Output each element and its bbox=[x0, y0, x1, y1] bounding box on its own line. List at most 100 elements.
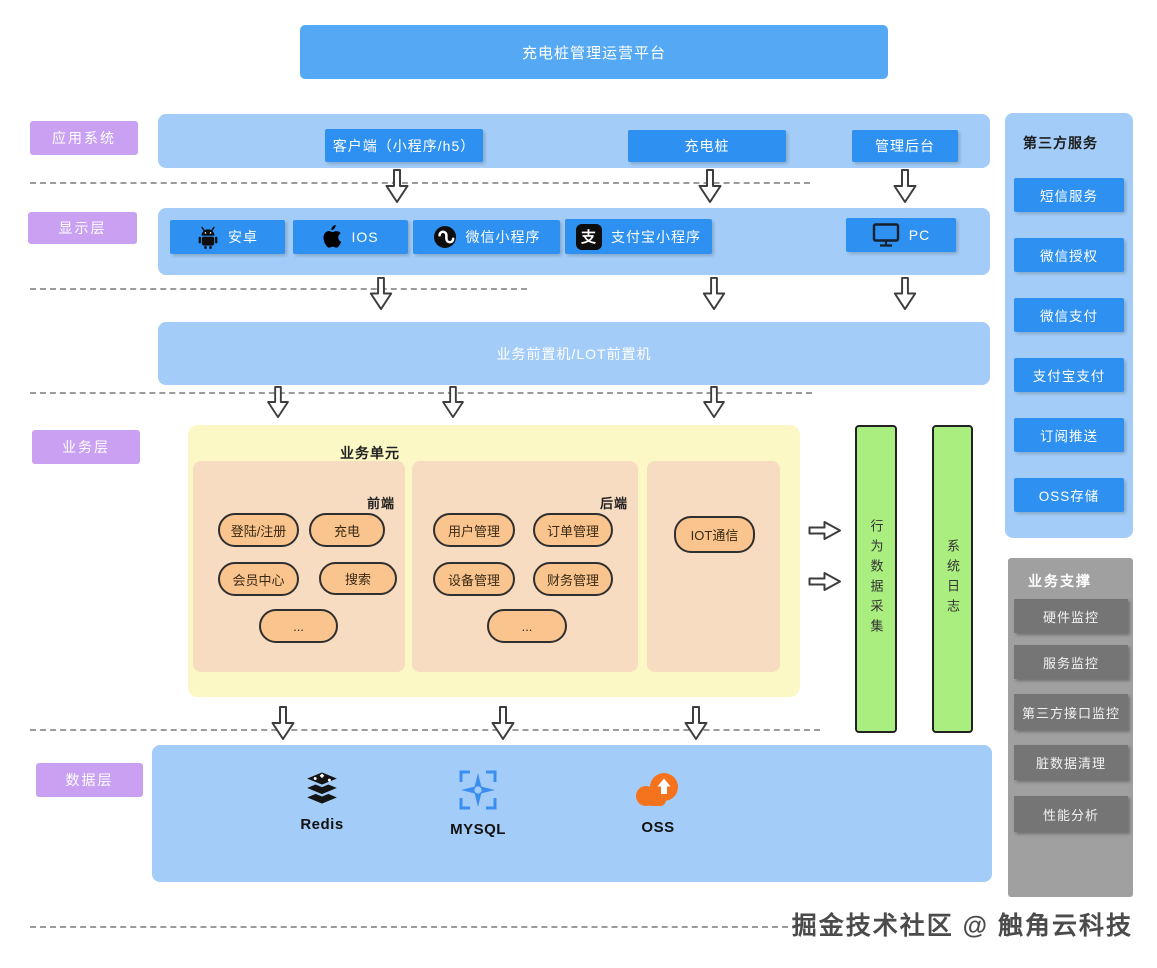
pc-label: PC bbox=[908, 227, 931, 243]
oss-icon bbox=[634, 770, 682, 810]
down-arrow-icon bbox=[384, 168, 410, 204]
down-arrow-icon bbox=[697, 168, 723, 204]
admin-backend-box: 管理后台 bbox=[852, 130, 958, 162]
label-data-layer: 数据层 bbox=[36, 763, 143, 797]
frontend-group: 前端 登陆/注册 充电 会员中心 搜索 ... bbox=[193, 461, 405, 672]
third-party-panel-title: 第三方服务 bbox=[1023, 135, 1098, 151]
mysql-label: MYSQL bbox=[450, 821, 506, 838]
admin-backend-box-label: 管理后台 bbox=[875, 138, 935, 154]
pill-device-management: 设备管理 bbox=[433, 562, 515, 596]
sms-service-label: 短信服务 bbox=[1040, 189, 1098, 204]
charging-pile-box: 充电桩 bbox=[628, 130, 786, 162]
wechat-miniprogram-box: 微信小程序 bbox=[413, 220, 560, 254]
wechat-auth-label: 微信授权 bbox=[1040, 249, 1098, 264]
right-arrow-icon bbox=[808, 571, 842, 592]
label-application-system: 应用系统 bbox=[30, 121, 138, 155]
performance-analysis-box: 性能分析 bbox=[1014, 796, 1128, 832]
charging-pile-box-label: 充电桩 bbox=[684, 138, 730, 154]
pill-label: 会员中心 bbox=[232, 572, 285, 588]
alipay-pay-box: 支付宝支付 bbox=[1014, 358, 1124, 392]
layer-divider-2 bbox=[30, 288, 527, 290]
wechat-miniprogram-icon bbox=[433, 225, 457, 249]
right-arrow-icon bbox=[808, 520, 842, 541]
pc-icon bbox=[872, 222, 900, 248]
hardware-monitor-label: 硬件监控 bbox=[1042, 609, 1099, 625]
wechat-auth-box: 微信授权 bbox=[1014, 238, 1124, 272]
third-party-api-monitor-label: 第三方接口监控 bbox=[1021, 705, 1120, 721]
alipay-miniprogram-label: 支付宝小程序 bbox=[611, 228, 701, 245]
down-arrow-icon bbox=[892, 168, 918, 204]
down-arrow-icon bbox=[701, 385, 727, 419]
gateway-bar-label: 业务前置机/LOT前置机 bbox=[496, 345, 652, 362]
down-arrow-icon bbox=[270, 704, 296, 742]
service-monitor-box: 服务监控 bbox=[1014, 645, 1128, 679]
wechat-pay-label: 微信支付 bbox=[1040, 309, 1098, 324]
data-layer-bar bbox=[152, 745, 992, 882]
layer-divider-4 bbox=[30, 729, 820, 731]
pill-label: 财务管理 bbox=[546, 572, 599, 588]
system-log-bar: 系统日志 bbox=[932, 425, 973, 733]
alipay-miniprogram-box: 支 支付宝小程序 bbox=[565, 219, 712, 254]
subscribe-push-box: 订阅推送 bbox=[1014, 418, 1124, 452]
pill-label: 充电 bbox=[333, 523, 360, 539]
frontend-group-title: 前端 bbox=[366, 496, 395, 511]
pill-login-register: 登陆/注册 bbox=[218, 513, 299, 547]
pc-box: PC bbox=[846, 218, 956, 252]
apple-icon bbox=[322, 225, 342, 249]
down-arrow-icon bbox=[683, 704, 709, 742]
gateway-bar: 业务前置机/LOT前置机 bbox=[158, 322, 990, 385]
pill-label: IOT通信 bbox=[690, 528, 739, 543]
android-box: 安卓 bbox=[170, 220, 285, 254]
pill-label: 设备管理 bbox=[447, 572, 500, 588]
pill-label: ... bbox=[521, 618, 533, 634]
oss-item: OSS bbox=[626, 770, 690, 836]
business-unit-title: 业务单元 bbox=[340, 445, 400, 461]
dirty-data-clean-box: 脏数据清理 bbox=[1014, 745, 1128, 780]
ios-box: IOS bbox=[293, 220, 408, 254]
business-unit-box: 业务单元 前端 登陆/注册 充电 会员中心 搜索 ... 后端 用户管理 订单管… bbox=[188, 425, 800, 697]
redis-item: Redis bbox=[290, 770, 354, 833]
oss-label: OSS bbox=[641, 819, 675, 836]
client-box-label: 客户端（小程序/h5） bbox=[332, 137, 476, 154]
redis-icon bbox=[301, 770, 343, 807]
label-data-layer-text: 数据层 bbox=[65, 772, 114, 788]
pill-label: 用户管理 bbox=[447, 523, 500, 539]
system-log-label: 系统日志 bbox=[945, 539, 960, 619]
alipay-glyph: 支 bbox=[580, 229, 597, 246]
backend-group: 后端 用户管理 订单管理 设备管理 财务管理 ... bbox=[412, 461, 638, 672]
pill-member-center: 会员中心 bbox=[218, 562, 299, 596]
pill-charging: 充电 bbox=[309, 513, 385, 547]
oss-storage-box: OSS存储 bbox=[1014, 478, 1124, 512]
down-arrow-icon bbox=[490, 704, 516, 742]
pill-user-management: 用户管理 bbox=[433, 513, 515, 547]
behavior-data-collection-bar: 行为数据采集 bbox=[855, 425, 897, 733]
layer-divider-1 bbox=[30, 182, 810, 184]
alipay-icon: 支 bbox=[576, 223, 602, 250]
watermark-text: 掘金技术社区 @ 触角云科技 bbox=[791, 912, 1133, 940]
third-party-panel: 第三方服务 短信服务 微信授权 微信支付 支付宝支付 订阅推送 OSS存储 bbox=[1005, 113, 1133, 538]
down-arrow-icon bbox=[892, 276, 918, 311]
label-application-system-text: 应用系统 bbox=[52, 130, 116, 146]
backend-group-title: 后端 bbox=[599, 496, 628, 511]
layer-divider-5 bbox=[30, 926, 788, 928]
label-display-layer-text: 显示层 bbox=[58, 220, 107, 236]
mysql-item: MYSQL bbox=[446, 768, 510, 838]
application-system-bar bbox=[158, 114, 990, 168]
label-business-layer: 业务层 bbox=[32, 430, 140, 464]
down-arrow-icon bbox=[265, 385, 291, 419]
pill-label: 搜索 bbox=[344, 572, 371, 587]
platform-title-box: 充电桩管理运营平台 bbox=[300, 25, 888, 79]
subscribe-push-label: 订阅推送 bbox=[1040, 429, 1098, 444]
third-party-api-monitor-box: 第三方接口监控 bbox=[1014, 694, 1128, 730]
service-monitor-label: 服务监控 bbox=[1042, 655, 1099, 671]
platform-title: 充电桩管理运营平台 bbox=[521, 44, 666, 62]
android-label: 安卓 bbox=[228, 229, 258, 245]
label-display-layer: 显示层 bbox=[28, 212, 137, 244]
mysql-icon bbox=[456, 768, 500, 812]
pill-iot-communication: IOT通信 bbox=[674, 516, 755, 553]
pill-order-management: 订单管理 bbox=[533, 513, 613, 547]
business-support-panel-title: 业务支撑 bbox=[1028, 573, 1092, 589]
dirty-data-clean-label: 脏数据清理 bbox=[1035, 756, 1106, 771]
down-arrow-icon bbox=[368, 276, 394, 311]
